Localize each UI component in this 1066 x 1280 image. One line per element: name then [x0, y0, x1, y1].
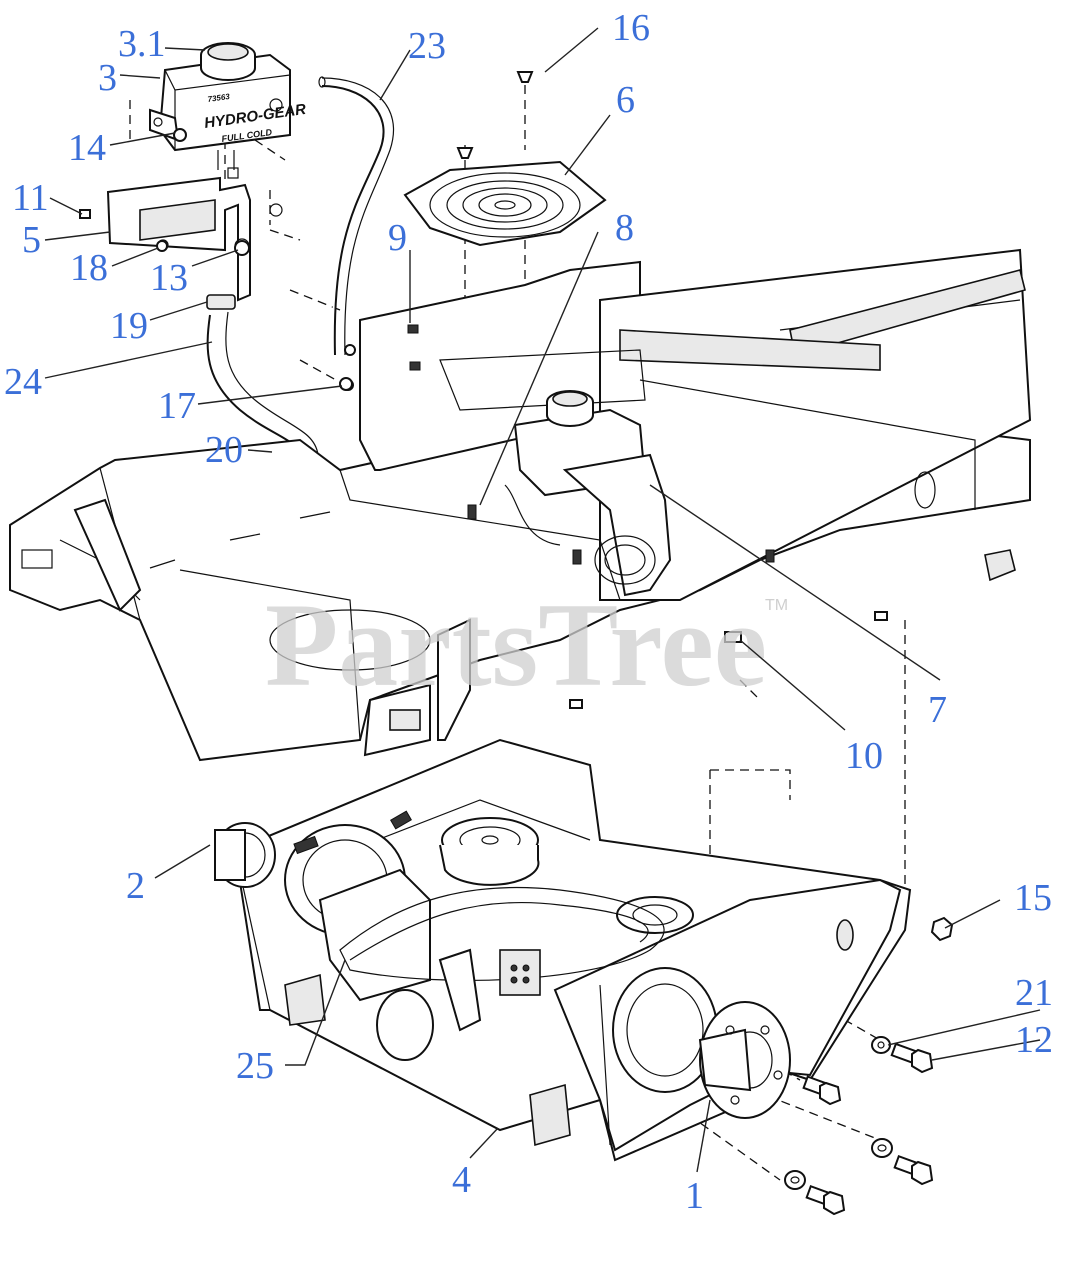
callout-5: 5 — [22, 219, 41, 261]
callout-8: 8 — [615, 207, 634, 249]
watermark: PartsTree TM — [265, 578, 788, 711]
callout-17: 17 — [158, 385, 196, 427]
callout-15: 15 — [1014, 877, 1052, 919]
callout-24: 24 — [4, 361, 42, 403]
callout-21: 21 — [1015, 972, 1053, 1014]
callout-9: 9 — [388, 217, 407, 259]
wheel-hub — [612, 967, 791, 1119]
reservoir-bracket — [106, 98, 283, 302]
callout-13: 13 — [150, 257, 188, 299]
callout-18: 18 — [70, 247, 108, 289]
watermark-trademark: TM — [765, 597, 788, 614]
callout-1: 1 — [685, 1175, 704, 1217]
callout-leaders — [44, 27, 1041, 1173]
bolts-and-washers — [784, 916, 954, 1216]
callout-10: 10 — [845, 735, 883, 777]
callout-11: 11 — [12, 177, 49, 219]
mounted-reservoir — [513, 390, 672, 597]
callout-3: 3 — [98, 57, 117, 99]
tank-code-text: 73563 — [207, 92, 231, 104]
callout-19: 19 — [110, 305, 148, 347]
callout-20: 20 — [205, 429, 243, 471]
callouts: 3.1 3 14 11 5 18 13 19 24 17 20 23 16 6 … — [4, 7, 1053, 1217]
callout-2: 2 — [126, 865, 145, 907]
transaxle-assembly — [214, 738, 912, 1162]
bracket-fasteners — [79, 128, 353, 391]
callout-23: 23 — [408, 25, 446, 67]
watermark-text: PartsTree — [265, 578, 767, 711]
hydraulic-reservoir: HYDRO-GEAR FULL COLD 73563 — [149, 42, 307, 170]
callout-4: 4 — [452, 1159, 471, 1201]
callout-25: 25 — [236, 1045, 274, 1087]
callout-3-1: 3.1 — [118, 23, 166, 65]
callout-16: 16 — [612, 7, 650, 49]
callout-7: 7 — [928, 689, 947, 731]
callout-12: 12 — [1015, 1019, 1053, 1061]
fan-screen — [403, 71, 607, 247]
callout-6: 6 — [616, 79, 635, 121]
callout-14: 14 — [68, 127, 106, 169]
